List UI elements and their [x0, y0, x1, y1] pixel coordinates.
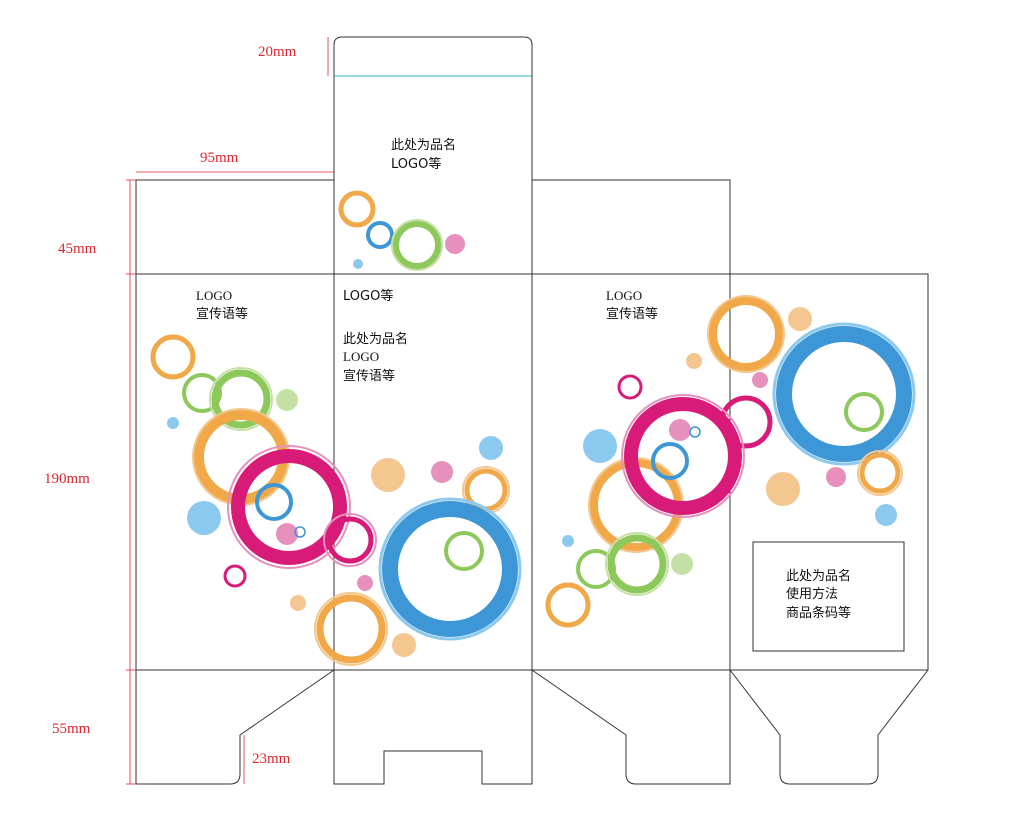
- dim-top-flap: 45mm: [58, 241, 97, 257]
- panel2-line3: LOGO: [343, 349, 379, 364]
- bottom-flap-2: [333, 670, 533, 785]
- dimension-guides: [126, 37, 334, 785]
- bottom-flap-1: [135, 669, 335, 785]
- panel1-line1: LOGO: [196, 288, 232, 303]
- dim-top-tab: 20mm: [258, 44, 297, 60]
- top-flap-sides: [333, 76, 533, 274]
- dust-flap-left: [135, 179, 334, 274]
- dust-flap-right: [532, 179, 731, 274]
- panel2-line2: 此处为品名: [343, 331, 408, 347]
- dim-height: 190mm: [44, 471, 90, 487]
- dim-width: 95mm: [200, 150, 239, 166]
- top-tuck-line1: 此处为品名: [391, 137, 456, 153]
- panel-1-text: LOGO 宣传语等: [196, 288, 248, 322]
- decor-circles-panel-1-2: [150, 334, 522, 666]
- top-tuck-text: 此处为品名 LOGO等: [391, 137, 456, 172]
- panel2-line1: LOGO等: [343, 288, 393, 304]
- product-info-box: [752, 541, 905, 652]
- info-box-line3: 商品条码等: [786, 605, 851, 621]
- info-box-line2: 使用方法: [786, 586, 838, 602]
- bottom-flap-4: [729, 669, 929, 785]
- panel-3-text: LOGO 宣传语等: [606, 288, 658, 322]
- bottom-flap-3: [531, 669, 731, 785]
- dim-bottom-tab: 23mm: [252, 751, 291, 767]
- info-box-line1: 此处为品名: [786, 568, 851, 584]
- panel-2-text: LOGO等 此处为品名 LOGO 宣传语等: [343, 288, 408, 384]
- panel1-line2: 宣传语等: [196, 306, 248, 322]
- dim-bottom-flap: 55mm: [52, 721, 91, 737]
- panel3-line2: 宣传语等: [606, 306, 658, 322]
- decor-circles-top: [338, 190, 465, 271]
- top-tuck-line2: LOGO等: [391, 156, 441, 172]
- decor-circles-panel-3-4: [545, 295, 916, 628]
- panel-4-box-text: 此处为品名 使用方法 商品条码等: [786, 568, 851, 621]
- dieline-outline: [135, 36, 929, 785]
- top-tuck-tab: [333, 36, 533, 76]
- panel3-line1: LOGO: [606, 288, 642, 303]
- panel2-line4: 宣传语等: [343, 368, 395, 384]
